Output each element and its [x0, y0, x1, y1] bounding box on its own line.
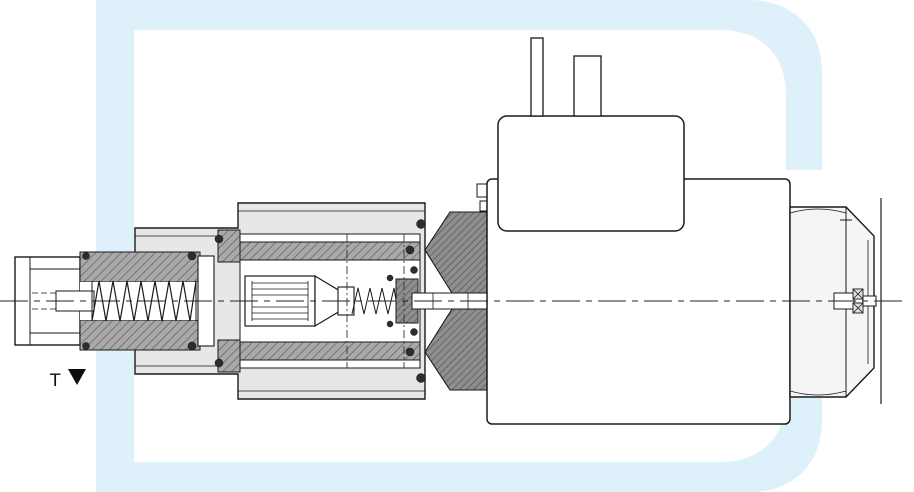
inner-spring — [351, 287, 399, 315]
o-ring — [416, 219, 426, 229]
coil-tab-1 — [476, 183, 488, 198]
pole-cone-top — [424, 211, 488, 294]
sleeve-section-bottom — [239, 341, 421, 361]
watermark-bottom-band — [96, 340, 822, 492]
thread-step-top — [217, 229, 241, 263]
pole-cone-bottom — [424, 308, 488, 391]
nut-center-mark — [840, 214, 852, 226]
connector-pin-small — [530, 37, 544, 117]
spool-passage-lines — [252, 282, 308, 320]
o-ring — [410, 266, 418, 274]
sleeve-section-top — [239, 241, 421, 261]
o-ring — [405, 347, 415, 357]
o-ring — [214, 358, 224, 368]
housing-wall-bottom — [79, 319, 201, 351]
o-ring — [410, 328, 418, 336]
watermark-left-band — [96, 30, 134, 462]
o-ring — [82, 342, 90, 350]
port-t-marker-icon — [68, 369, 86, 385]
nut-facet-curve-top — [789, 208, 847, 214]
o-ring — [214, 234, 224, 244]
nut-facet-curve-bottom — [789, 390, 847, 396]
connector-pin-large — [573, 55, 602, 117]
o-ring — [386, 274, 394, 282]
connector-housing — [497, 115, 685, 232]
inner-spring-coils — [351, 287, 399, 315]
thread-step-bottom — [217, 339, 241, 373]
port-t-text: T — [49, 371, 61, 391]
housing-wall-top — [79, 251, 201, 283]
o-ring — [386, 320, 394, 328]
electrical-connector — [497, 37, 685, 232]
o-ring — [405, 245, 415, 255]
o-ring — [82, 252, 90, 260]
o-ring — [416, 373, 426, 383]
construction-lines — [346, 234, 405, 368]
nut-outline — [789, 206, 875, 398]
o-ring — [187, 341, 197, 351]
o-ring — [187, 251, 197, 261]
coil-tab-2 — [479, 200, 488, 212]
watermark-top-band — [96, 0, 822, 170]
watermark-logo — [96, 0, 822, 492]
valve-sleeve — [239, 241, 421, 361]
o-rings — [82, 219, 426, 383]
port-t-label: T — [49, 369, 86, 391]
retaining-nut — [789, 206, 877, 398]
